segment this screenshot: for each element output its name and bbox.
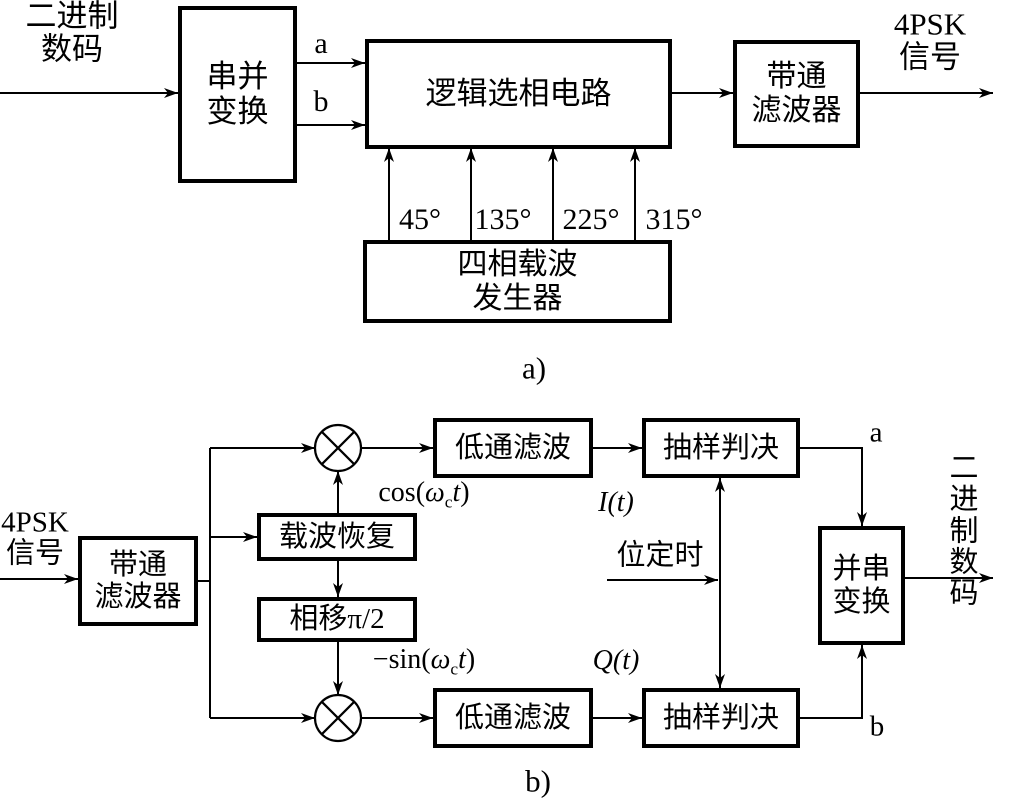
cos-fn: cos( (378, 476, 426, 508)
box-carrier-recovery: 载波恢复 (257, 513, 417, 561)
multiplier-bottom-icon (313, 693, 363, 743)
label-binary-input-a: 二进制 数码 (25, 0, 119, 67)
multiplier-top-icon (313, 423, 363, 473)
label-binary-output-b: 二进制 数码 (949, 452, 979, 610)
box-bandpass-filter-b-label: 带通 滤波器 (94, 548, 182, 613)
box-decision-bottom-label: 抽样判决 (662, 701, 779, 734)
label-q-signal: Q(t) (592, 644, 640, 676)
label-cos-carrier: cos(ωct) (378, 476, 470, 512)
box-carrier-recovery-label: 载波恢复 (278, 520, 395, 553)
label-4psk-output: 4PSK 信号 (893, 6, 967, 75)
cos-var: t (452, 476, 461, 508)
box-logic-phase-selector-label: 逻辑选相电路 (425, 75, 612, 111)
box-lpf-top: 低通滤波 (433, 418, 593, 478)
label-b-branch-a: a (869, 416, 883, 449)
box-decision-bottom: 抽样判决 (642, 688, 800, 748)
cos-close: ) (460, 476, 470, 508)
arrow-decision-bottom-to-p2s (800, 645, 867, 719)
label-branch-a: a (314, 26, 328, 60)
box-lpf-bottom-label: 低通滤波 (454, 701, 571, 734)
label-phase-315: 315° (645, 202, 703, 236)
label-4psk-input: 4PSK 信号 (1, 506, 69, 570)
label-phase-135: 135° (474, 202, 532, 236)
box-serial-to-parallel-label: 串并 变换 (206, 58, 269, 129)
sin-var: t (458, 643, 466, 675)
cos-sub: c (444, 492, 453, 512)
box-bandpass-filter-a-label: 带通 滤波器 (751, 60, 842, 127)
box-parallel-to-serial-label: 并串 变换 (832, 553, 891, 618)
box-decision-top: 抽样判决 (642, 418, 800, 478)
caption-a: a) (521, 350, 547, 386)
box-phase-shift: 相移π/2 (257, 597, 417, 642)
box-parallel-to-serial: 并串 变换 (818, 526, 905, 645)
box-carrier-generator-label: 四相载波 发生器 (457, 247, 578, 315)
label-b-branch-b: b (869, 710, 885, 743)
label-sin-carrier: −sin(ωct) (372, 643, 476, 679)
box-serial-to-parallel: 串并 变换 (178, 6, 297, 183)
sin-fn: −sin( (372, 643, 431, 675)
label-i-signal: I(t) (598, 486, 634, 518)
multiplier-cross (320, 700, 356, 736)
box-bandpass-filter-a: 带通 滤波器 (733, 40, 860, 148)
sin-close: ) (465, 643, 476, 675)
label-bit-timing: 位定时 (616, 539, 704, 572)
multiplier-cross (320, 430, 356, 466)
label-branch-b: b (313, 84, 329, 118)
diagram-a-wires (0, 58, 993, 240)
cos-omega: ω (425, 476, 445, 508)
box-decision-top-label: 抽样判决 (662, 431, 779, 464)
box-logic-phase-selector: 逻辑选相电路 (365, 39, 672, 149)
arrow-decision-top-to-p2s (800, 447, 867, 526)
diagram-b-wires (0, 443, 993, 723)
box-lpf-top-label: 低通滤波 (454, 431, 571, 464)
sin-omega: ω (430, 643, 451, 675)
box-lpf-bottom: 低通滤波 (433, 688, 593, 748)
label-phase-225: 225° (562, 202, 620, 236)
label-phase-45: 45° (399, 202, 441, 236)
caption-b: b) (525, 763, 551, 799)
box-phase-shift-label: 相移π/2 (289, 603, 385, 636)
sin-sub: c (450, 659, 459, 679)
box-carrier-generator: 四相载波 发生器 (363, 240, 672, 323)
box-bandpass-filter-b: 带通 滤波器 (78, 536, 198, 626)
